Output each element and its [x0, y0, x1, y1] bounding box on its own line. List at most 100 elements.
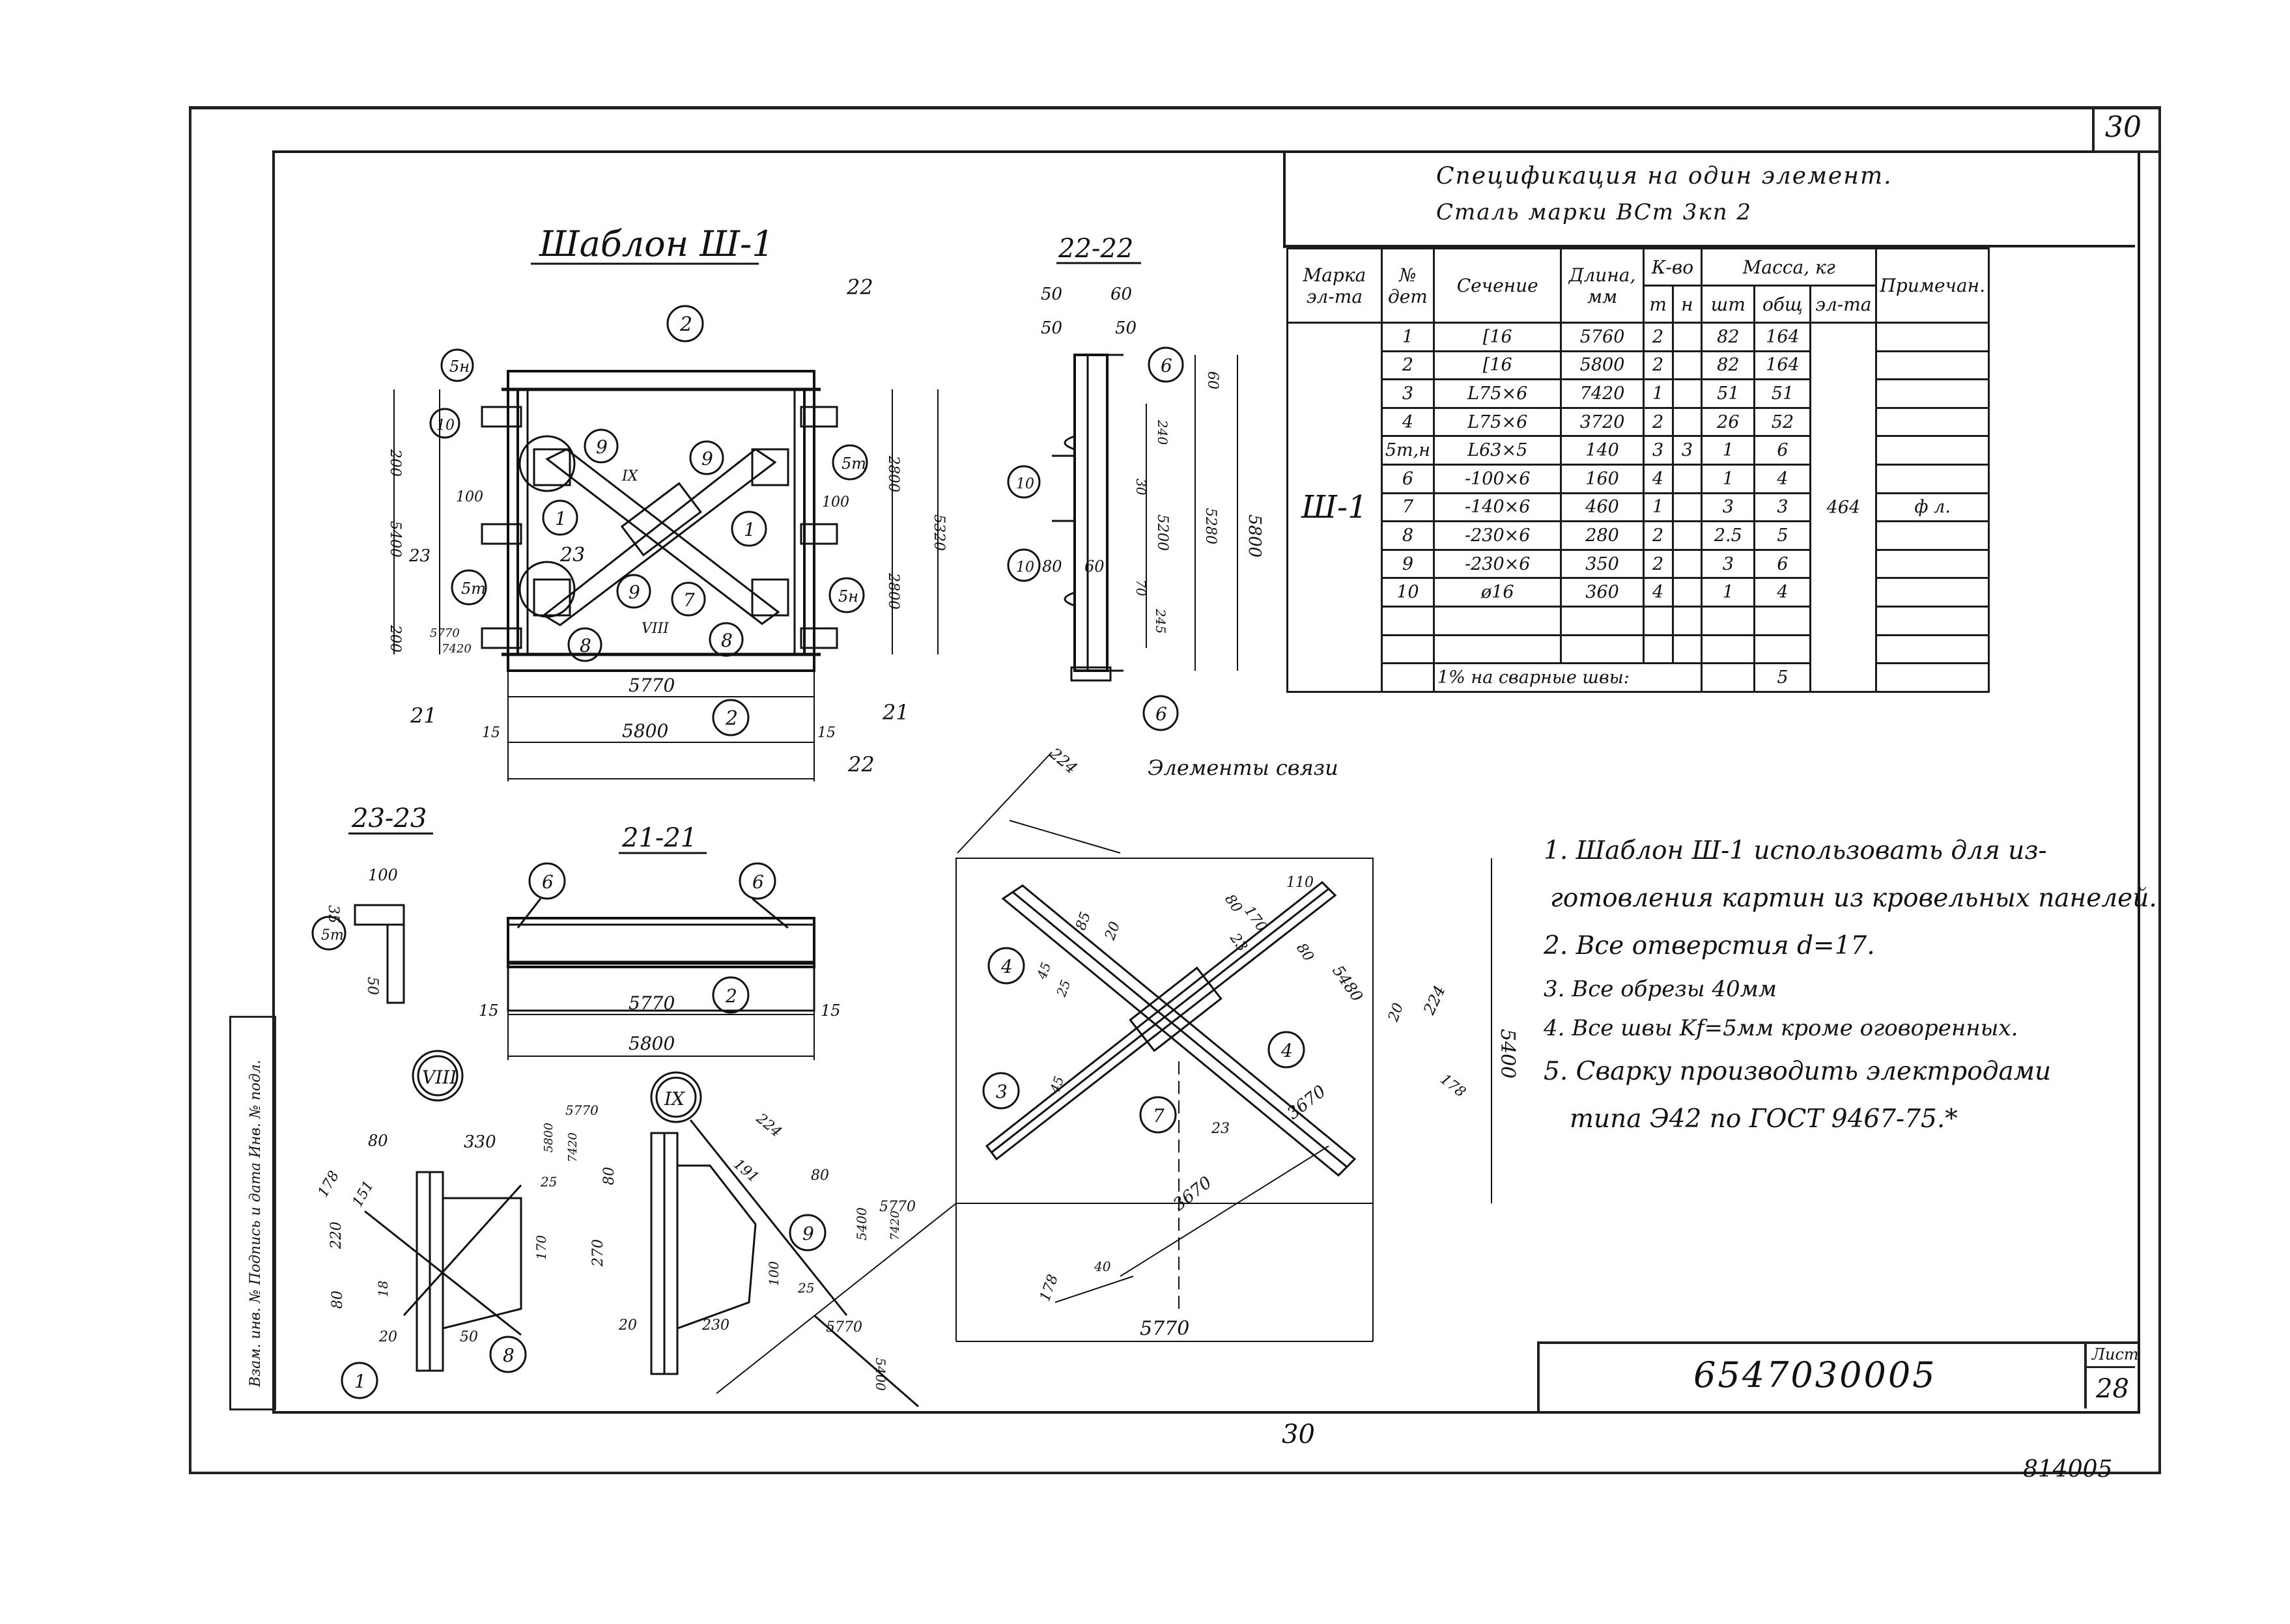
cell-section: ø16: [1432, 577, 1562, 608]
section-22-callouts: 6 10 10 6: [1007, 346, 1184, 731]
cell-section: -230×6: [1432, 548, 1562, 580]
dim-viii-20: 20: [378, 1329, 397, 1345]
spec-header-row-2: т н шт общ эл-та: [1288, 285, 1989, 324]
dim-viii-170: 170: [533, 1235, 549, 1260]
note-item: 4. Все швы Kf=5мм кроме оговоренных.: [1544, 1015, 2018, 1041]
sheet-no: 28: [2096, 1374, 2129, 1404]
sheet-number-box: [2092, 106, 2158, 153]
cell-mass-piece: 1: [1701, 435, 1756, 466]
svg-text:7: 7: [683, 589, 695, 611]
dim-brace-178a: 178: [1037, 1272, 1062, 1304]
cell-n: [1671, 378, 1703, 409]
dim-viii-7420: 7420: [566, 1132, 580, 1162]
dim-brace-110: 110: [1286, 875, 1314, 891]
dim-plan-7420: 7420: [442, 642, 472, 656]
dim-23-50: 50: [364, 977, 380, 995]
section-21-title: 21-21: [621, 823, 697, 853]
dim-22-50a: 50: [1041, 285, 1062, 304]
svg-text:2: 2: [725, 985, 737, 1007]
cell-pos: 3: [1380, 378, 1435, 409]
dim-viii-178: 178: [315, 1168, 343, 1200]
cell-pos: 9: [1380, 548, 1435, 580]
svg-text:8: 8: [721, 630, 733, 651]
svg-text:4: 4: [1000, 956, 1013, 977]
cell-n: [1671, 464, 1703, 494]
svg-text:6: 6: [1161, 355, 1172, 376]
sheet-label: Лист: [2092, 1345, 2139, 1364]
cell-t: 2: [1642, 350, 1674, 381]
table-row: 5т,н L63×5 140 3 3 1 6: [1288, 435, 1990, 466]
dim-brace-3670a: 3670: [1284, 1082, 1330, 1123]
cell-t: 2: [1642, 520, 1674, 551]
svg-text:VIII: VIII: [642, 621, 670, 637]
cell-note: [1875, 350, 1990, 381]
cell-mass-total: 164: [1753, 350, 1812, 381]
hdr-section: Сечение: [1432, 247, 1562, 324]
plan-dimensions: [393, 389, 939, 781]
dim-ix-25: 25: [797, 1280, 814, 1296]
svg-text:9: 9: [802, 1223, 814, 1244]
table-row: Ш-1 1 [16 5760 2 82 164 464: [1286, 322, 1990, 693]
cell-pos: 8: [1380, 520, 1435, 551]
dim-22-5280: 5280: [1202, 508, 1219, 544]
dim-brace-5770b: 5770: [879, 1199, 916, 1215]
section-23-title: 23-23: [351, 804, 427, 833]
cell-pos: 7: [1380, 492, 1435, 523]
section-21-view: 6 6 2: [507, 862, 815, 1014]
svg-text:6: 6: [542, 871, 554, 893]
note-item: готовления картин из кровельных панелей.: [1550, 884, 2157, 913]
cell-pos: 6: [1380, 464, 1435, 494]
dim-22-60a: 60: [1110, 285, 1132, 304]
cell-mass-total: 6: [1753, 548, 1812, 580]
cell-n: [1671, 548, 1703, 580]
spec-title-line2: Сталь марки ВСт 3кп 2: [1436, 199, 1753, 225]
outer-frame: [189, 106, 2161, 1474]
cell-section: -230×6: [1432, 520, 1562, 551]
cell-mass-piece: 2.5: [1701, 520, 1756, 551]
cell-mass-total: 164: [1753, 322, 1812, 352]
hdr-mass-piece: шт: [1701, 285, 1756, 324]
cell-section: -100×6: [1432, 464, 1562, 494]
cell-length: 160: [1560, 464, 1645, 494]
dim-brace-25: 25: [1053, 978, 1074, 1000]
page-number-bottom: 30: [1282, 1420, 1315, 1449]
cell-section: L75×6: [1432, 406, 1562, 438]
weld-row-value: 5: [1753, 662, 1812, 693]
plan-callouts: 2 2 5н 10 9 9 5т 1 1 5т 9 7 5н 8 8 IX VI…: [429, 305, 868, 736]
cell-length: 5800: [1560, 350, 1645, 381]
dim-plan-2800b: 2800: [885, 572, 901, 609]
table-row: [1288, 606, 1990, 636]
bracing-view: 4 4 3 7: [716, 820, 1374, 1394]
cell-mark: Ш-1: [1286, 322, 1383, 693]
archive-code: 814005: [2023, 1456, 2113, 1483]
cut-mark-22-bottom: 22: [847, 752, 875, 777]
dim-21-15b: 15: [821, 1001, 841, 1020]
dim-22-5200: 5200: [1154, 514, 1170, 551]
dim-ix-80b: 80: [601, 1167, 617, 1185]
cell-note: [1875, 577, 1990, 608]
dim-23-35: 35: [325, 905, 341, 923]
cell-t: 3: [1642, 435, 1674, 466]
svg-text:8: 8: [503, 1345, 515, 1366]
dim-brace-7420: 7420: [888, 1211, 902, 1240]
title-block: [1537, 1341, 2138, 1411]
hdr-mass-total: общ: [1753, 285, 1812, 324]
cell-mass-piece: 3: [1701, 548, 1756, 580]
spec-box: [1283, 150, 2138, 248]
cell-section: [16: [1432, 322, 1562, 352]
cell-t: 4: [1642, 577, 1674, 608]
dim-viii-220: 220: [328, 1222, 345, 1250]
cell-pos: 4: [1380, 406, 1435, 438]
table-row: 9 -230×6 350 2 3 6: [1288, 548, 1990, 580]
dim-ix-80a: 80: [811, 1168, 829, 1184]
dim-viii-50: 50: [460, 1329, 478, 1345]
cell-element-mass: 464: [1809, 322, 1878, 693]
dim-22-50c: 50: [1115, 318, 1137, 338]
table-row: [1288, 634, 1990, 665]
dim-plan-5770: 5770: [629, 675, 675, 696]
svg-text:3: 3: [996, 1081, 1008, 1102]
dim-brace-178b: 178: [1437, 1071, 1468, 1101]
node-viii-label: VIII: [422, 1067, 457, 1088]
hdr-qty: К-во: [1642, 247, 1703, 287]
